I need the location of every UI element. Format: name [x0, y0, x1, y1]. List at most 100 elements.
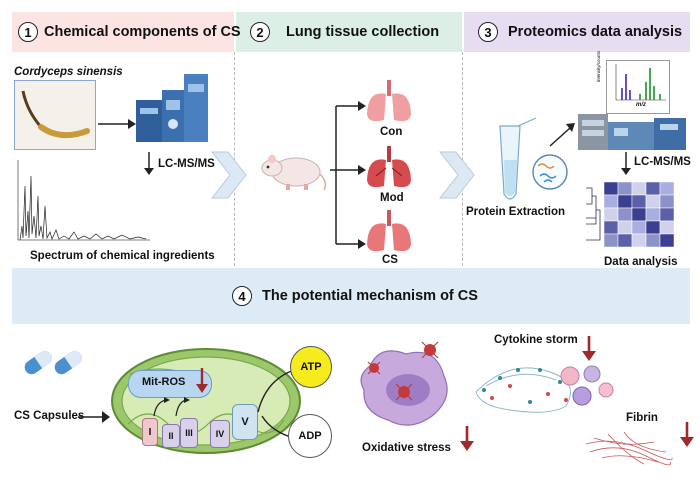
section3-number: 3 — [478, 22, 498, 42]
heatmap-cell — [645, 233, 661, 248]
ms-spectrum-box — [606, 60, 670, 114]
group-label-cs: CS — [382, 254, 398, 266]
oxidative-label: Oxidative stress — [362, 442, 451, 454]
heatmap-cell — [603, 233, 619, 248]
arrow-down-lcms-2 — [621, 152, 631, 175]
lcms-label-2: LC-MS/MS — [634, 156, 691, 168]
group-label-mod: Mod — [380, 192, 404, 204]
protein-extraction-label: Protein Extraction — [466, 206, 566, 218]
complex-v-label: V — [241, 416, 249, 428]
arrow-down-lcms-1 — [144, 152, 154, 175]
heatmap-cell — [645, 181, 661, 196]
capsules-label: CS Capsules — [14, 410, 85, 422]
lung-icon-con — [367, 80, 411, 122]
lung-icon-mod — [367, 146, 411, 188]
heatmap-cell — [603, 181, 619, 196]
adp-circle: ADP — [288, 414, 332, 458]
cytokine-network-icon — [475, 365, 614, 413]
cytokine-label: Cytokine storm — [494, 334, 578, 346]
branch-arrows — [330, 101, 366, 249]
heatmap-icon — [586, 181, 675, 248]
tube-icon — [499, 117, 537, 200]
section1-number: 1 — [18, 22, 38, 42]
complex-v: V — [232, 404, 258, 440]
species-name: Cordyceps sinensis — [14, 66, 123, 78]
section4-title-text: The potential mechanism of CS — [262, 288, 478, 304]
fibrin-down-arrow — [680, 422, 694, 447]
cytokine-down-arrow — [582, 336, 596, 361]
heatmap-cell — [659, 207, 675, 222]
ms-ylabel: intensity/counts — [596, 50, 601, 82]
section4-title: 4 The potential mechanism of CS — [232, 276, 478, 316]
section2-title: 2 Lung tissue collection — [250, 12, 439, 52]
complex-iv: IV — [210, 420, 230, 448]
arrow-to-ms — [549, 123, 575, 147]
oxidative-down-arrow — [460, 426, 474, 451]
heatmap-cell — [631, 220, 647, 235]
arrow-to-lcms-1 — [98, 119, 136, 129]
heatmap-cell — [645, 220, 661, 235]
ms-spectrum-plot — [615, 64, 666, 101]
lcms-instrument-icon-1 — [136, 74, 208, 142]
heatmap-dendrogram — [586, 187, 601, 241]
atp-circle: ATP — [290, 346, 332, 388]
section3-title: 3 Proteomics data analysis — [478, 12, 682, 52]
adp-label: ADP — [298, 430, 322, 442]
section2-header-bg — [236, 12, 462, 52]
heatmap-cell — [603, 194, 619, 209]
heatmap-cell — [631, 181, 647, 196]
fibrin-icon — [585, 431, 673, 466]
mit-ros-down-arrow — [196, 368, 208, 393]
lcms-instrument-icon-2 — [578, 114, 686, 150]
lung-icon-cs — [367, 210, 411, 252]
atp-label: ATP — [300, 361, 322, 373]
heatmap-cell — [659, 233, 675, 248]
cordyceps-icon — [21, 90, 90, 139]
heatmap-cell — [617, 233, 633, 248]
divider-1 — [234, 52, 235, 266]
heatmap-cell — [659, 220, 675, 235]
mouse-icon — [261, 155, 327, 191]
heatmap-cell — [617, 207, 633, 222]
heatmap-cell — [659, 181, 675, 196]
section4-number: 4 — [232, 286, 252, 306]
chevron-arrow-1 — [210, 151, 247, 199]
spectrum-caption: Spectrum of chemical ingredients — [30, 250, 215, 262]
section2-title-text: Lung tissue collection — [286, 24, 440, 40]
section1-title: 1 Chemical components of CS — [18, 12, 241, 52]
section1-title-text: Chemical components of CS — [44, 24, 241, 40]
capsules-icon — [24, 351, 82, 375]
heatmap-cell — [617, 181, 633, 196]
complex-iv-label: IV — [215, 429, 225, 439]
fibrin-label: Fibrin — [626, 412, 658, 424]
heatmap-cell — [631, 233, 647, 248]
section2-number: 2 — [250, 22, 270, 42]
arrow-capsule-to-mito — [78, 411, 110, 423]
data-analysis-label: Data analysis — [604, 256, 678, 268]
divider-2 — [462, 52, 463, 266]
protein-zoom-icon — [532, 154, 568, 190]
heatmap-cell — [645, 194, 661, 209]
heatmap-cell — [603, 220, 619, 235]
heatmap-cell — [617, 220, 633, 235]
section4-header-bg — [12, 268, 690, 324]
complex-ii-label: II — [168, 431, 174, 441]
section3-title-text: Proteomics data analysis — [508, 24, 683, 40]
heatmap-cell — [603, 207, 619, 222]
complex-i: I — [142, 418, 158, 446]
complex-iii-label: III — [185, 428, 193, 438]
heatmap-cell — [631, 194, 647, 209]
complex-i-label: I — [148, 426, 152, 438]
oxidative-cell-icon — [360, 341, 448, 426]
heatmap-cell — [659, 194, 675, 209]
mit-ros-label: Mit-ROS — [142, 376, 186, 388]
section3-header-bg — [464, 12, 690, 52]
heatmap-cell — [617, 194, 633, 209]
chromatogram-plot — [17, 160, 150, 241]
chevron-arrow-2 — [438, 151, 475, 199]
heatmap-cell — [645, 207, 661, 222]
group-label-con: Con — [380, 126, 403, 138]
section1-header-bg — [12, 12, 234, 52]
lcms-label-1: LC-MS/MS — [158, 158, 215, 170]
complex-ii: II — [162, 424, 180, 448]
